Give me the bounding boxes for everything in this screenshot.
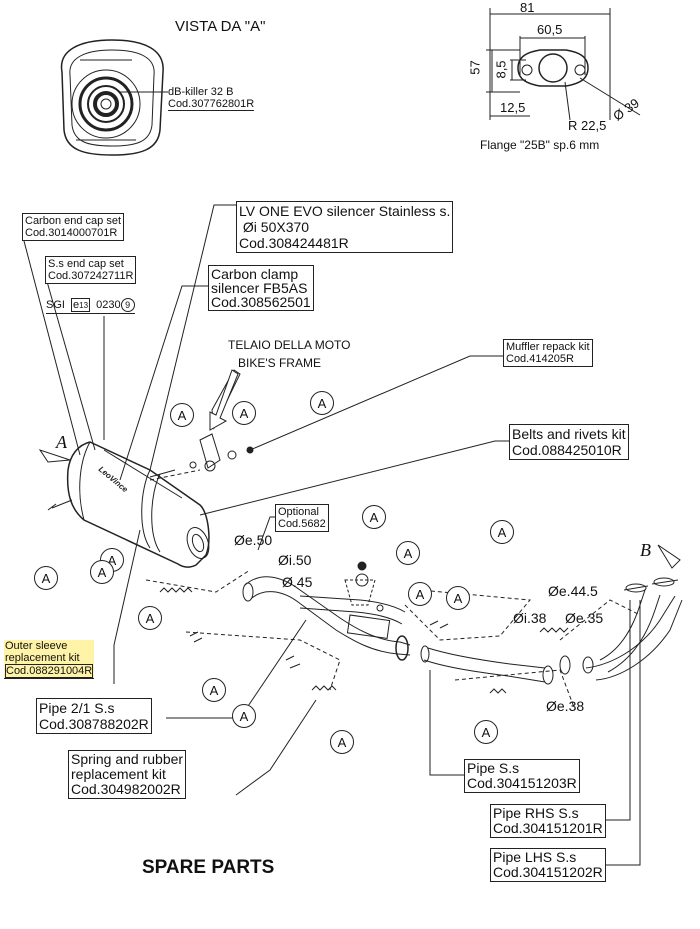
muffler-repack-code: Cod.414205R <box>506 353 574 365</box>
callout-a: A <box>474 720 498 744</box>
pipe-rhs-label: Pipe RHS S.s Cod.304151201R <box>490 804 606 838</box>
ss-end-cap-code: Cod.307242711R <box>48 270 134 282</box>
homologation-code: 0230 <box>96 299 121 311</box>
dim-d45: Ø.45 <box>282 574 313 590</box>
outer-sleeve-code: Cod.088291004R <box>5 664 94 678</box>
dim-de50: Øe.50 <box>234 532 273 548</box>
homologation-prefix: SGI <box>46 299 65 311</box>
e-mark: e13 <box>71 298 91 312</box>
optional-label: Optional Cod.5682 <box>275 504 329 532</box>
callout-a: A <box>446 586 470 610</box>
frame-label-it: TELAIO DELLA MOTO <box>228 338 351 352</box>
carbon-clamp-label: Carbon clamp silencer FB5AS Cod.30856250… <box>208 265 314 311</box>
end-cap-view <box>60 39 168 156</box>
spring-rubber-code: Cod.304982002R <box>71 781 181 797</box>
frame-label-en: BIKE'S FRAME <box>238 356 321 370</box>
carbon-clamp-model: silencer FB5AS <box>211 280 308 296</box>
frame-bracket <box>47 369 254 511</box>
callout-a: A <box>202 678 226 702</box>
spare-parts-title: SPARE PARTS <box>142 857 275 878</box>
view-a-letter: A <box>56 432 67 452</box>
db-killer-name: dB-killer 32 B <box>168 86 234 98</box>
carbon-end-cap-label: Carbon end cap set Cod.3014000701R <box>22 213 125 241</box>
dim-di50: Øi.50 <box>278 552 312 568</box>
callout-a: A <box>490 520 514 544</box>
pipe-ss-label: Pipe S.s Cod.304151203R <box>464 759 580 793</box>
pipe-lhs-name: Pipe LHS S.s <box>493 849 577 865</box>
pipe-lhs-code: Cod.304151202R <box>493 864 603 880</box>
link-pipe <box>242 561 411 661</box>
callout-a: A <box>34 566 58 590</box>
spring-rubber-kit: replacement kit <box>71 766 166 782</box>
pipe-ss-code: Cod.304151203R <box>467 775 577 791</box>
belts-rivets-code: Cod.088425010R <box>512 442 622 458</box>
dim-de38: Øe.38 <box>546 698 585 714</box>
muffler-repack-name: Muffler repack kit <box>506 341 590 353</box>
mid-pipe <box>420 645 594 685</box>
ss-end-cap-name: S.s end cap set <box>48 258 124 270</box>
pipe-2-1-code: Cod.308788202R <box>39 716 149 732</box>
muffler-repack-label: Muffler repack kit Cod.414205R <box>503 339 593 367</box>
belts-rivets-label: Belts and rivets kit Cod.088425010R <box>509 424 629 460</box>
outer-sleeve-name: Outer sleeve <box>5 640 68 652</box>
pipe-2-1-label: Pipe 2/1 S.s Cod.308788202R <box>36 698 152 734</box>
callout-a: A <box>90 560 114 584</box>
pipe-lhs-label: Pipe LHS S.s Cod.304151202R <box>490 848 606 882</box>
silencer-code: Cod.308424481R <box>239 235 349 251</box>
dim-de44-5: Øe.44.5 <box>548 583 598 599</box>
callout-a: A <box>362 505 386 529</box>
brand-mark: LeoVince <box>97 465 130 495</box>
header-pipes <box>585 544 683 681</box>
callout-a: A <box>232 704 256 728</box>
carbon-clamp-code: Cod.308562501 <box>211 294 311 310</box>
pipe-ss-name: Pipe S.s <box>467 760 520 776</box>
homologation-suffix: 9 <box>120 298 135 312</box>
silencer-size: Øi 50X370 <box>239 219 310 235</box>
silencer <box>38 441 210 568</box>
spring-rubber-name: Spring and rubber <box>71 751 184 767</box>
callout-a: A <box>330 730 354 754</box>
outer-sleeve-label: Outer sleeve replacement kit Cod.0882910… <box>4 640 95 679</box>
pipe-rhs-code: Cod.304151201R <box>493 820 603 836</box>
outer-sleeve-kit: replacement kit <box>5 652 80 664</box>
db-killer-code: Cod.307762801R <box>168 98 255 110</box>
dim-r22-5: R 22,5 <box>568 118 607 133</box>
springs <box>159 587 569 694</box>
callout-a: A <box>396 541 420 565</box>
spring-rubber-label: Spring and rubber replacement kit Cod.30… <box>68 750 187 799</box>
callout-a: A <box>232 401 256 425</box>
optional-code: Cod.5682 <box>278 518 326 530</box>
callout-a: A <box>310 391 334 415</box>
flange-drawing <box>486 8 641 121</box>
carbon-clamp-name: Carbon clamp <box>211 266 299 282</box>
view-b-letter: B <box>640 540 651 560</box>
optional-name: Optional <box>278 506 319 518</box>
pipe-2-1-name: Pipe 2/1 S.s <box>39 700 115 716</box>
dim-8-5: 8,5 <box>493 60 509 79</box>
dim-60-5: 60,5 <box>537 22 563 37</box>
view-title: VISTA DA "A" <box>175 18 266 35</box>
flange-caption: Flange "25B" sp.6 mm <box>480 138 600 152</box>
carbon-end-cap-name: Carbon end cap set <box>25 215 122 227</box>
dim-81: 81 <box>520 0 535 15</box>
dim-di38: Øi.38 <box>513 610 547 626</box>
callout-a: A <box>170 403 194 427</box>
silencer-name: LV ONE EVO silencer Stainless s. <box>239 203 451 219</box>
db-killer-label: dB-killer 32 B Cod.307762801R <box>168 86 255 111</box>
callout-a: A <box>138 606 162 630</box>
callout-a: A <box>408 582 432 606</box>
dim-12-5: 12,5 <box>500 100 526 115</box>
silencer-label: LV ONE EVO silencer Stainless s. Øi 50X3… <box>236 201 454 253</box>
dim-57: 57 <box>467 60 483 75</box>
belts-rivets-name: Belts and rivets kit <box>512 426 626 442</box>
ss-end-cap-label: S.s end cap set Cod.307242711R <box>45 256 137 284</box>
carbon-end-cap-code: Cod.3014000701R <box>25 227 118 239</box>
frame-label: TELAIO DELLA MOTO BIKE'S FRAME <box>228 336 350 372</box>
pipe-rhs-name: Pipe RHS S.s <box>493 805 579 821</box>
dim-de35: Øe.35 <box>565 610 604 626</box>
